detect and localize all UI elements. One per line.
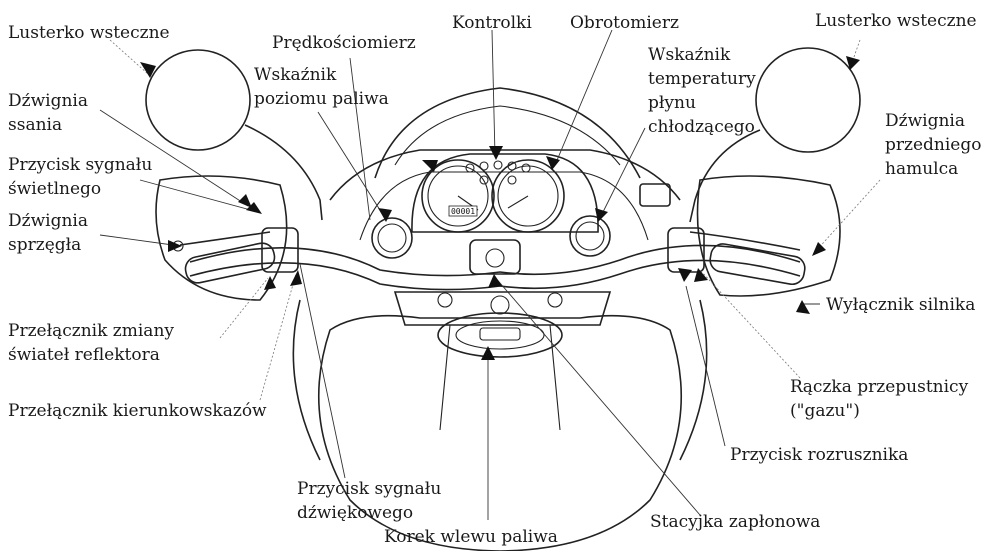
- label-starter: Przycisk rozrusznika: [730, 445, 908, 465]
- odometer-readout: 00001: [451, 207, 475, 216]
- label-ignition: Stacyjka zapłonowa: [650, 512, 820, 532]
- label-temp-gauge-line2: temperatury: [648, 69, 756, 89]
- label-fuel-cap: Korek wlewu paliwa: [384, 527, 558, 547]
- label-mirror-right: Lusterko wsteczne: [815, 11, 977, 31]
- ignition-area: [470, 240, 520, 274]
- speedometer-dial: 00001: [422, 160, 494, 232]
- label-temp-gauge-line4: chłodzącego: [648, 117, 755, 137]
- label-horn-line1: Przycisk sygnału: [297, 479, 441, 499]
- label-indicators: Kontrolki: [452, 13, 532, 33]
- label-throttle-line1: Rączka przepustnicy: [790, 377, 969, 397]
- label-front-brake-line2: przedniego: [885, 135, 981, 155]
- label-clutch-line1: Dźwignia: [8, 211, 88, 231]
- label-engine-stop: Wyłącznik silnika: [826, 295, 975, 315]
- label-choke-line2: ssania: [8, 115, 62, 135]
- left-mirror: [146, 50, 250, 150]
- left-hand-guard: [156, 176, 287, 300]
- label-passing-line2: świetlnego: [8, 179, 101, 199]
- label-horn-line2: dźwiękowego: [297, 503, 413, 523]
- label-turn-signal: Przełącznik kierunkowskazów: [8, 401, 267, 421]
- label-front-brake-line1: Dźwignia: [885, 111, 965, 131]
- label-mirror-left: Lusterko wsteczne: [8, 23, 170, 43]
- label-choke-line1: Dźwignia: [8, 91, 88, 111]
- label-dimmer-line1: Przełącznik zmiany: [8, 321, 174, 341]
- label-front-brake-line3: hamulca: [885, 159, 958, 179]
- label-clutch-line2: sprzęgła: [8, 235, 81, 255]
- label-fuel-gauge-line1: Wskaźnik: [254, 65, 337, 85]
- tachometer-dial: [492, 160, 564, 232]
- label-temp-gauge-line3: płynu: [648, 93, 696, 113]
- label-passing-line1: Przycisk sygnału: [8, 155, 152, 175]
- right-mirror: [756, 48, 860, 152]
- label-throttle-line2: ("gazu"): [790, 401, 860, 421]
- label-dimmer-line2: świateł reflektora: [8, 345, 160, 365]
- label-tachometer: Obrotomierz: [570, 13, 679, 33]
- label-temp-gauge-line1: Wskaźnik: [648, 45, 731, 65]
- fuel-cap: [438, 313, 562, 357]
- label-fuel-gauge-line2: poziomu paliwa: [254, 89, 389, 109]
- label-speedometer: Prędkościomierz: [272, 33, 416, 53]
